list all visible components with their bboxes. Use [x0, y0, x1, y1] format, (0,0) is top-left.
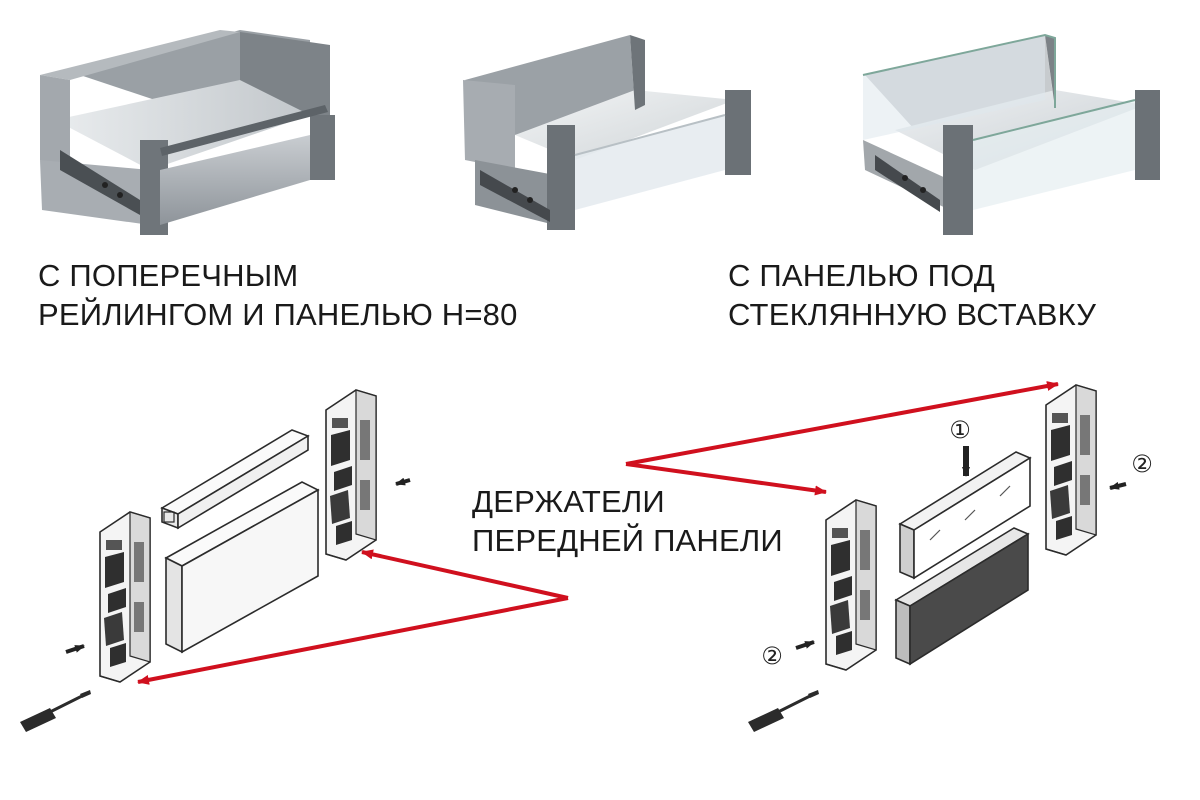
right-push-arrow-rear [1109, 481, 1127, 490]
drawer-photo-open-front [463, 35, 751, 230]
glass-insert [898, 451, 1032, 580]
left-front-holder [99, 511, 151, 683]
step-marker-one: ① [949, 416, 971, 444]
left-push-arrow-rear [395, 477, 411, 486]
red-arrow-right-rear [625, 381, 1059, 466]
caption-glass-line1: С ПАНЕЛЬЮ ПОД [728, 258, 995, 293]
left-rear-holder [325, 389, 377, 561]
step-marker-two-front: ② [761, 642, 783, 670]
left-push-arrow-front [65, 644, 85, 654]
caption-glass-variant: С ПАНЕЛЬЮ ПОД СТЕКЛЯННУЮ ВСТАВКУ [728, 256, 1096, 334]
right-front-holder [825, 499, 877, 671]
screwdriver-icon-right [746, 688, 821, 734]
cross-rail [160, 429, 310, 530]
right-push-arrow-front [795, 640, 815, 650]
left-assembly [18, 389, 411, 734]
right-assembly [746, 384, 1127, 734]
step-marker-two-rear: ② [1131, 450, 1153, 478]
screwdriver-icon [18, 688, 93, 734]
caption-front-panel-holders: ДЕРЖАТЕЛИ ПЕРЕДНЕЙ ПАНЕЛИ [472, 482, 783, 560]
drawer-photo-railing [40, 30, 335, 235]
red-arrow-right-front [625, 462, 827, 496]
caption-glass-line2: СТЕКЛЯННУЮ ВСТАВКУ [728, 297, 1097, 332]
caption-holders-line2: ПЕРЕДНЕЙ ПАНЕЛИ [472, 523, 783, 558]
caption-railing-line2: РЕЙЛИНГОМ И ПАНЕЛЬЮ Н=80 [38, 297, 518, 332]
caption-holders-line1: ДЕРЖАТЕЛИ [472, 484, 665, 519]
front-panel-h80 [164, 481, 320, 654]
annotation-arrows [137, 381, 1059, 685]
right-rear-holder [1045, 384, 1097, 556]
red-arrow-left-rear [361, 549, 569, 600]
caption-railing-line1: С ПОПЕРЕЧНЫМ [38, 258, 299, 293]
lower-panel [894, 527, 1030, 666]
caption-railing-variant: С ПОПЕРЕЧНЫМ РЕЙЛИНГОМ И ПАНЕЛЬЮ Н=80 [38, 256, 518, 334]
red-arrow-left-front [137, 596, 569, 685]
drawer-photo-glass-insert [862, 33, 1160, 235]
